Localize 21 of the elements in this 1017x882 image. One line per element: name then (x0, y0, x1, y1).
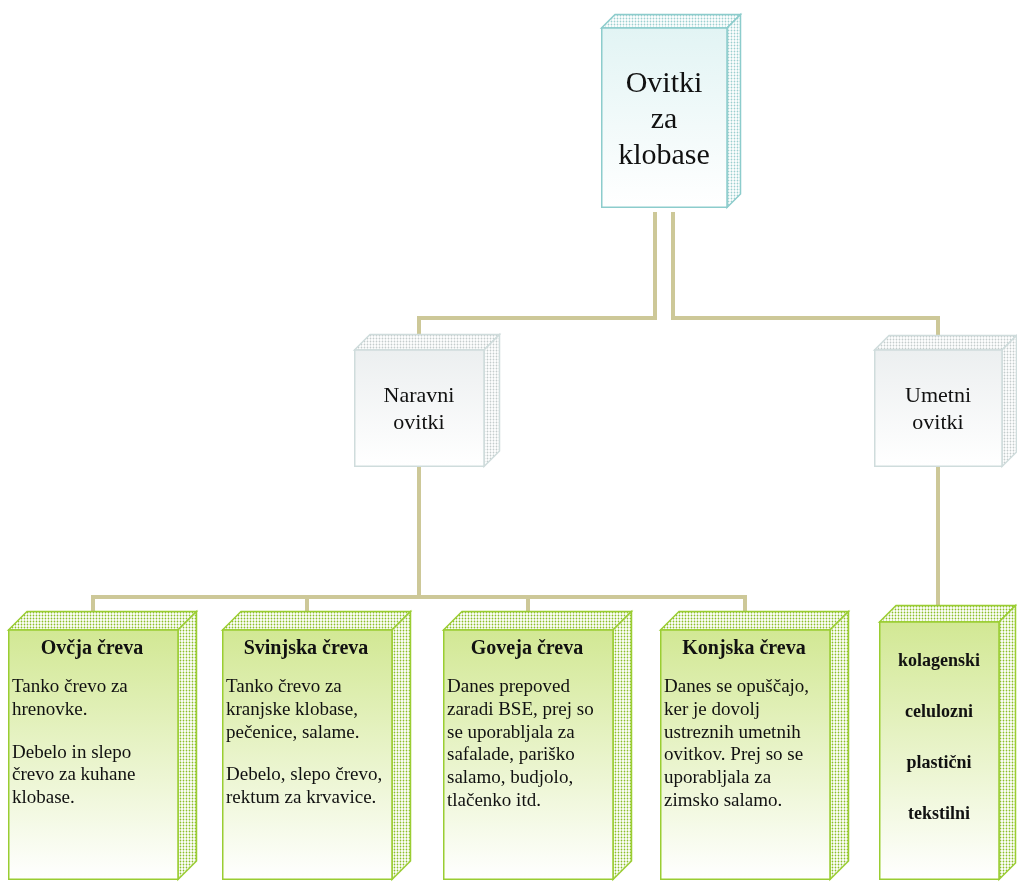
box-text: Debelo in slepo črevo za kuhane klobase. (12, 740, 137, 809)
list-item: plastični (906, 752, 972, 773)
box-text: Tanko črevo za kranjske klobase, pečenice, salame. (226, 675, 361, 744)
list-item: celulozni (905, 701, 973, 722)
box-title: Goveja čreva (469, 636, 585, 659)
box-text: Danes se opuščajo, ker je dovolj ustreznih umetnih ovitkov. Prej so se uporabljala za zimsko salamo. (664, 675, 811, 812)
box-title: Svinjska čreva (242, 636, 370, 659)
box-text: Tanko črevo za hrenovke. (12, 675, 129, 721)
connector-line (936, 467, 940, 605)
connector-line (671, 212, 940, 335)
list-item: tekstilni (908, 803, 970, 824)
box-label: Naravni ovitki (382, 382, 456, 435)
connector-line (417, 467, 747, 611)
connector-line (417, 212, 657, 334)
box-label: Umetni ovitki (904, 382, 972, 435)
box-label: Ovitki za klobase (617, 64, 711, 172)
box-title: Konjska čreva (681, 636, 807, 659)
box-title: Ovčja čreva (39, 636, 145, 659)
box-text: Debelo, slepo črevo, rektum za krvavice. (226, 763, 384, 809)
list-item: kolagenski (898, 650, 980, 671)
box-text: Danes prepoved zaradi BSE, prej so se uporabljala za safalade, pariško salamo, budjolo, tlačenko itd. (447, 675, 595, 812)
